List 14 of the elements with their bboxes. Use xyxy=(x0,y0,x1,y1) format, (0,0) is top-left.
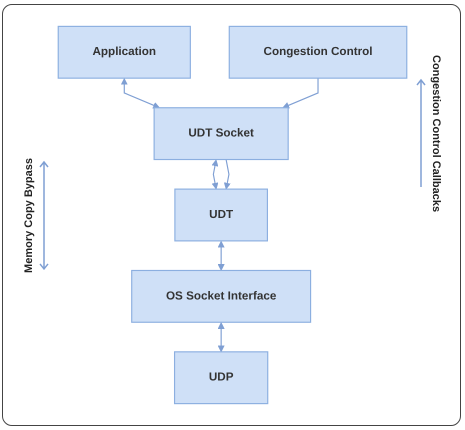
side-label: Congestion Control Callbacks xyxy=(428,55,442,212)
node-box: Application xyxy=(58,26,191,79)
node-box: OS Socket Interface xyxy=(131,270,312,323)
side-label: Memory Copy Bypass xyxy=(23,158,36,272)
node-box: UDP xyxy=(174,351,268,404)
arrow xyxy=(218,322,225,352)
node-box: Congestion Control xyxy=(228,26,408,79)
arrow xyxy=(120,78,160,109)
arrow xyxy=(212,160,218,190)
arrow xyxy=(282,78,319,109)
arrow xyxy=(218,240,225,271)
node-box: UDT Socket xyxy=(154,107,289,160)
arrow xyxy=(224,159,231,190)
node-box: UDT xyxy=(174,188,268,242)
